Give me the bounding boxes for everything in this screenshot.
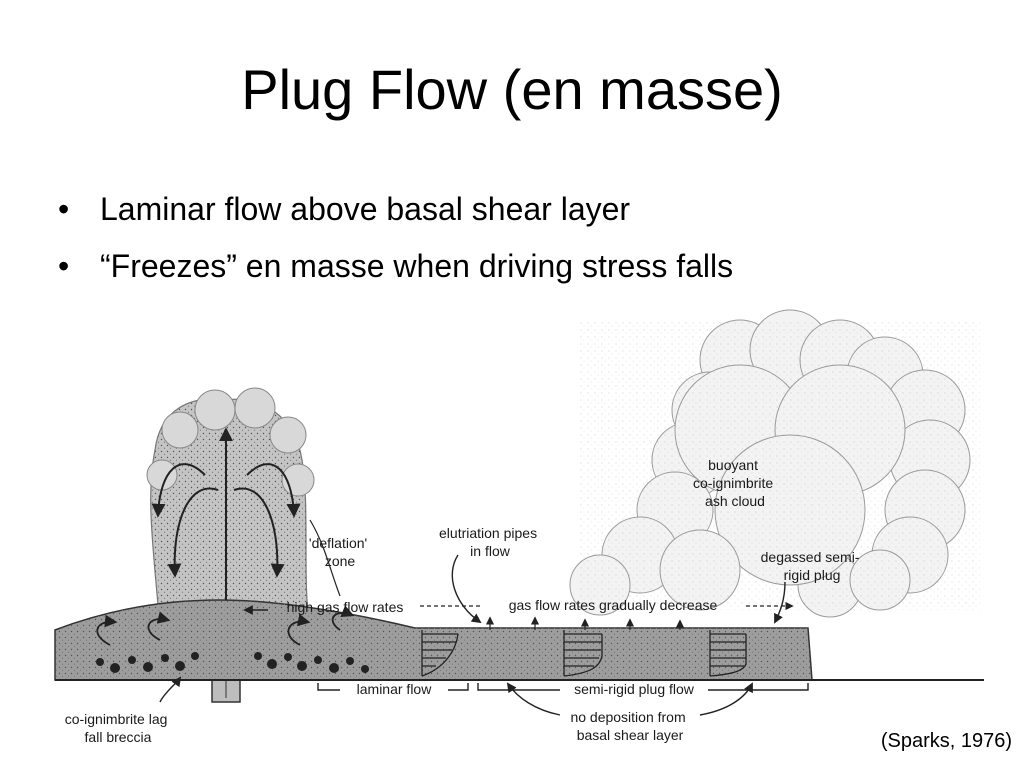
ash-cloud-label: buoyant co-ignimbrite ash cloud	[693, 457, 777, 509]
deflation-zone-label: 'deflation' zone	[309, 535, 371, 569]
velocity-profile-plug	[709, 630, 747, 677]
deflation-zone-bracket	[309, 519, 341, 597]
leader-arrows	[159, 554, 786, 716]
flow-texture	[55, 600, 812, 680]
degassed-plug-label: degassed semi- rigid plug	[761, 549, 864, 583]
lag-breccia-rocks	[96, 652, 369, 673]
citation: (Sparks, 1976)	[880, 730, 1012, 752]
gas-escape-arrows	[485, 616, 685, 630]
eruption-column	[146, 387, 315, 631]
bullet-item: • “Freezes” en masse when driving stress…	[58, 247, 733, 285]
flow-regime-brackets	[317, 683, 809, 691]
bullet-item: • Laminar flow above basal shear layer	[58, 190, 733, 228]
elutriation-pipes-label: elutriation pipes in flow	[439, 525, 541, 559]
semi-rigid-flow-label: semi-rigid plug flow	[574, 681, 695, 697]
velocity-profile-laminar	[421, 630, 459, 677]
gas-decrease-label: gas flow rates gradually decrease	[509, 597, 718, 613]
velocity-profile-mid	[563, 630, 603, 677]
bullet-list: • Laminar flow above basal shear layer •…	[58, 190, 733, 304]
ash-cloud-texture	[580, 320, 980, 610]
slide-title: Plug Flow (en masse)	[241, 58, 783, 121]
high-gas-label: high gas flow rates	[287, 599, 404, 615]
bullet-text: “Freezes” en masse when driving stress f…	[100, 248, 734, 284]
bullet-marker: •	[58, 248, 70, 284]
column-arrows	[151, 427, 301, 600]
swirl-arrows	[96, 605, 355, 646]
bullet-text: Laminar flow above basal shear layer	[100, 191, 631, 227]
laminar-flow-label: laminar flow	[357, 681, 433, 697]
lag-breccia-label: co-ignimbrite lag fall breccia	[65, 711, 172, 745]
plug-flow-diagram: buoyant co-ignimbrite ash cloud 'deflati…	[40, 300, 984, 760]
no-deposition-label: no deposition from basal shear layer	[570, 709, 689, 743]
bullet-marker: •	[58, 191, 70, 227]
diagram-svg: buoyant co-ignimbrite ash cloud 'deflati…	[54, 309, 984, 745]
